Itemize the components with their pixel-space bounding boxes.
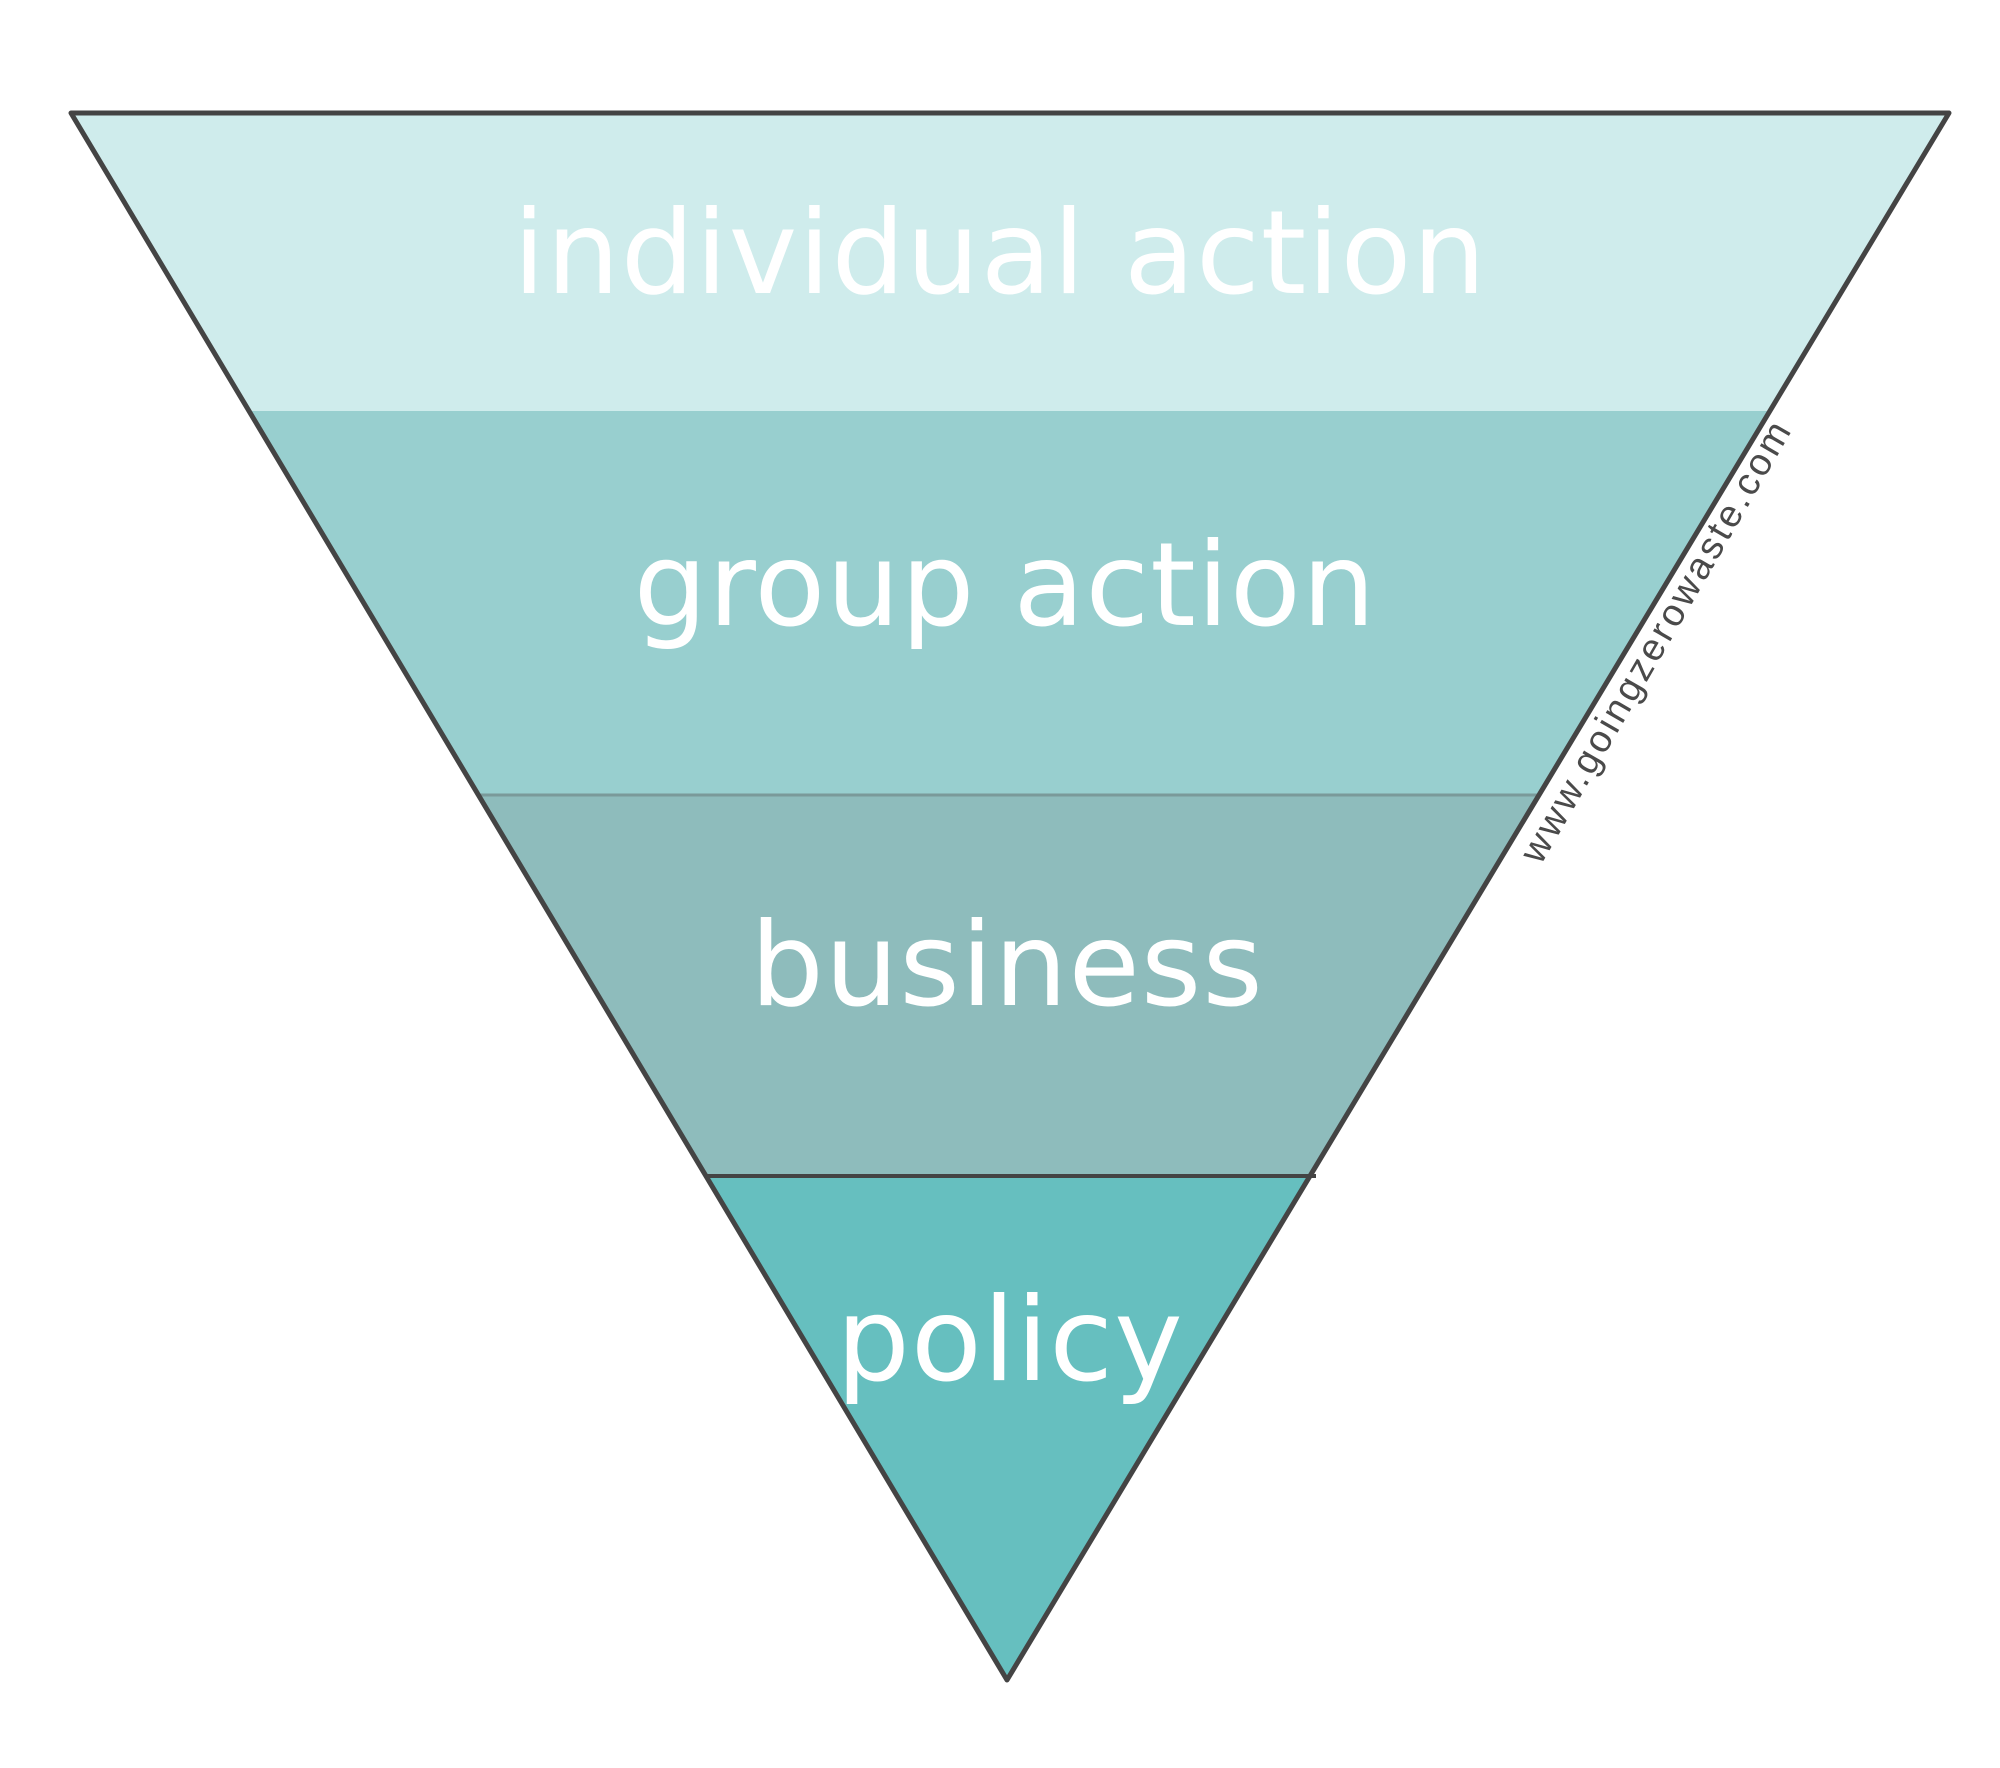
- label-individual-action: individual action: [513, 186, 1487, 321]
- label-group-action: group action: [634, 518, 1377, 653]
- layer-group-action-band: [250, 411, 1770, 795]
- layer-business-band: [479, 795, 1540, 1176]
- pyramid-outline: [68, 110, 1952, 1683]
- layer-policy-band: [705, 1176, 1310, 1680]
- label-policy: policy: [836, 1273, 1184, 1408]
- layer-individual-action-band: [71, 113, 1949, 411]
- label-business: business: [750, 898, 1264, 1033]
